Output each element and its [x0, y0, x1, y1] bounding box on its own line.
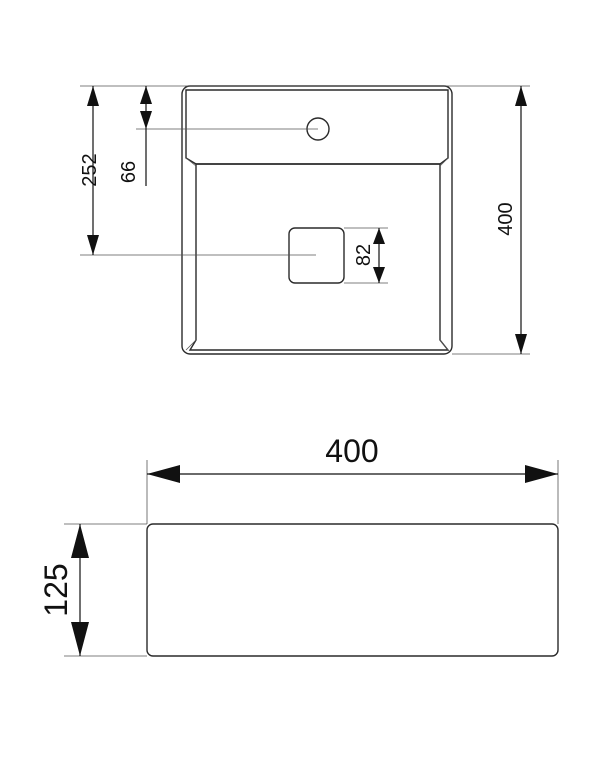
inner-bowl-outline: [188, 163, 450, 351]
side-view-body: [146, 523, 559, 657]
tap-deck-ledge: [185, 89, 449, 165]
top-view: 252 66 82 400: [79, 85, 530, 355]
dimension-label-125: 125: [38, 563, 74, 616]
arrowhead-400-horizontal-right: [525, 465, 558, 483]
side-view: 400 125: [38, 433, 559, 657]
arrowhead-82-bottom: [373, 267, 385, 283]
dimension-label-82: 82: [353, 244, 375, 266]
arrowhead-82-top: [373, 228, 385, 244]
dimension-label-400-horizontal: 400: [325, 433, 378, 469]
arrowhead-252-top: [87, 86, 99, 106]
bowl-bevel-left: [185, 157, 197, 167]
bowl-bevel-bottom-left: [185, 339, 197, 351]
arrowhead-125-bottom: [71, 622, 89, 656]
drain-square: [288, 227, 345, 284]
bowl-bevel-right: [439, 157, 449, 167]
basin-outer-outline: [181, 85, 453, 355]
arrowhead-125-top: [71, 524, 89, 558]
arrowhead-66-top: [140, 86, 152, 104]
dimension-label-66: 66: [118, 161, 140, 183]
arrowhead-66-bottom: [140, 111, 152, 129]
dimension-label-400-vertical: 400: [495, 202, 517, 235]
arrowhead-400-vertical-top: [515, 86, 527, 106]
bowl-bevel-bottom-right: [439, 339, 449, 351]
arrowhead-400-vertical-bottom: [515, 334, 527, 354]
arrowhead-252-bottom: [87, 235, 99, 255]
arrowhead-400-horizontal-left: [147, 465, 180, 483]
dimension-label-252: 252: [79, 153, 101, 186]
